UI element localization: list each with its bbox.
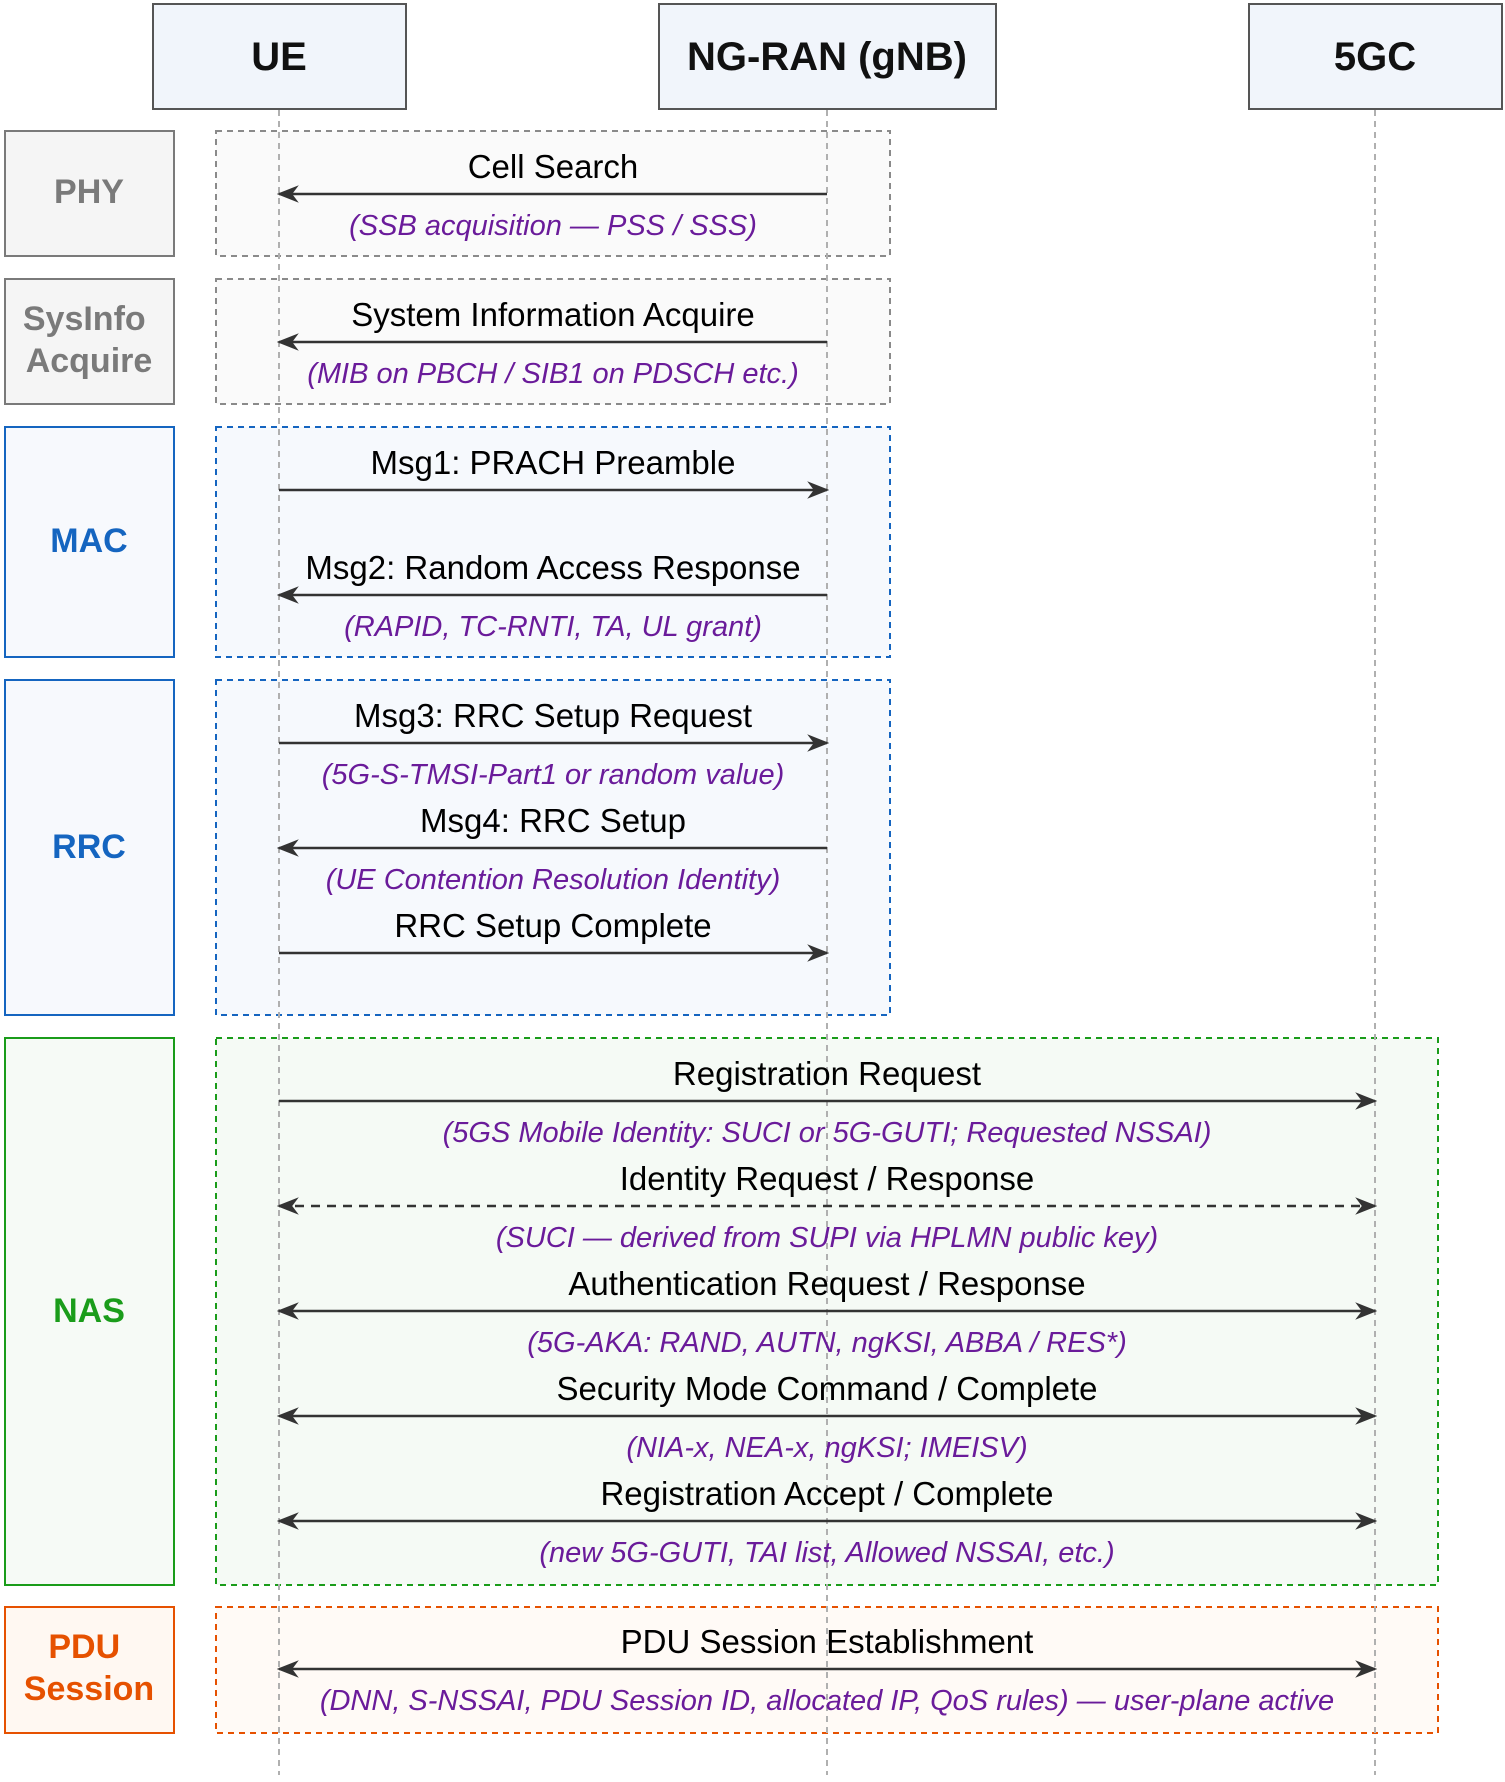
message-rrc-setup-complete: RRC Setup Complete — [279, 907, 830, 962]
message-label: Cell Search — [468, 148, 639, 185]
messages: Cell Search (SSB acquisition — PSS / SSS… — [276, 148, 1378, 1717]
message-registration-accept: Registration Accept / Complete (new 5G-G… — [276, 1475, 1378, 1569]
layer-labels: PHY SysInfo Acquire MAC RRC NAS PDU Sess… — [4, 130, 175, 1734]
lifelines — [278, 110, 1376, 1775]
message-registration-request: Registration Request (5GS Mobile Identit… — [279, 1055, 1378, 1149]
layer-nas-label: NAS — [53, 1292, 125, 1330]
message-msg1: Msg1: PRACH Preamble — [279, 444, 830, 499]
layer-mac: MAC — [4, 426, 175, 658]
message-note: (NIA-x, NEA-x, ngKSI; IMEISV) — [626, 1432, 1027, 1464]
message-note: (SSB acquisition — PSS / SSS) — [349, 210, 757, 242]
mac-group-box — [215, 426, 891, 658]
participant-core: 5GC — [1248, 3, 1503, 110]
message-cell-search: Cell Search (SSB acquisition — PSS / SSS… — [276, 148, 827, 242]
participant-ue-label: UE — [251, 35, 307, 79]
participant-gnb-label: NG-RAN (gNB) — [687, 35, 967, 79]
message-msg2: Msg2: Random Access Response (RAPID, TC-… — [276, 549, 827, 643]
layer-nas-line-1: NAS — [53, 1292, 125, 1330]
message-msg4: Msg4: RRC Setup (UE Contention Resolutio… — [276, 802, 827, 896]
participant-headers: UE NG-RAN (gNB) 5GC — [152, 3, 1503, 110]
layer-phy-line-1: PHY — [54, 173, 124, 211]
message-security-mode: Security Mode Command / Complete (NIA-x,… — [276, 1370, 1378, 1464]
message-label: PDU Session Establishment — [621, 1623, 1034, 1660]
layer-nas: NAS — [4, 1037, 175, 1586]
layer-phy-label: PHY — [54, 173, 124, 211]
message-msg3: Msg3: RRC Setup Request (5G-S-TMSI-Part1… — [279, 697, 830, 791]
message-note: (5G-AKA: RAND, AUTN, ngKSI, ABBA / RES*) — [527, 1327, 1126, 1359]
message-label: Authentication Request / Response — [568, 1265, 1085, 1302]
layer-sysinfo-line-2: Acquire — [26, 342, 153, 380]
message-note: (DNN, S-NSSAI, PDU Session ID, allocated… — [320, 1685, 1334, 1717]
message-note: (UE Contention Resolution Identity) — [326, 864, 781, 896]
message-label: Registration Request — [673, 1055, 981, 1092]
message-pdu-session: PDU Session Establishment (DNN, S-NSSAI,… — [276, 1623, 1378, 1717]
layer-sysinfo-label: SysInfo Acquire — [23, 300, 155, 380]
message-authentication: Authentication Request / Response (5G-AK… — [276, 1265, 1378, 1359]
message-note: (RAPID, TC-RNTI, TA, UL grant) — [344, 611, 762, 643]
layer-rrc-label: RRC — [52, 828, 126, 866]
message-label: Registration Accept / Complete — [600, 1475, 1053, 1512]
message-label: Msg3: RRC Setup Request — [354, 697, 752, 734]
layer-pdu-line-2: Session — [24, 1670, 154, 1708]
layer-mac-label: MAC — [50, 522, 127, 560]
layer-sysinfo: SysInfo Acquire — [4, 278, 175, 405]
layer-phy: PHY — [4, 130, 175, 257]
message-note: (MIB on PBCH / SIB1 on PDSCH etc.) — [307, 358, 799, 390]
message-identity: Identity Request / Response (SUCI — deri… — [276, 1160, 1378, 1254]
message-note: (SUCI — derived from SUPI via HPLMN publ… — [496, 1222, 1158, 1254]
participant-ue: UE — [152, 3, 407, 110]
layer-rrc-line-1: RRC — [52, 828, 126, 866]
message-label: System Information Acquire — [351, 296, 755, 333]
message-note: (5G-S-TMSI-Part1 or random value) — [322, 759, 785, 791]
message-label: Identity Request / Response — [620, 1160, 1035, 1197]
message-note: (5GS Mobile Identity: SUCI or 5G-GUTI; R… — [443, 1117, 1212, 1149]
message-note: (new 5G-GUTI, TAI list, Allowed NSSAI, e… — [539, 1537, 1114, 1569]
layer-mac-line-1: MAC — [50, 522, 127, 560]
participant-gnb: NG-RAN (gNB) — [658, 3, 997, 110]
layer-pdu-label: PDU Session — [24, 1628, 154, 1708]
message-label: Msg1: PRACH Preamble — [371, 444, 736, 481]
message-sysinfo-acquire: System Information Acquire (MIB on PBCH … — [276, 296, 827, 390]
message-label: RRC Setup Complete — [394, 907, 711, 944]
message-label: Security Mode Command / Complete — [556, 1370, 1097, 1407]
layer-sysinfo-line-1: SysInfo — [23, 300, 146, 338]
layer-pdu: PDU Session — [4, 1606, 175, 1734]
message-label: Msg4: RRC Setup — [420, 802, 686, 839]
participant-core-label: 5GC — [1334, 35, 1416, 79]
layer-rrc: RRC — [4, 679, 175, 1016]
message-label: Msg2: Random Access Response — [305, 549, 800, 586]
layer-pdu-line-1: PDU — [48, 1628, 120, 1666]
